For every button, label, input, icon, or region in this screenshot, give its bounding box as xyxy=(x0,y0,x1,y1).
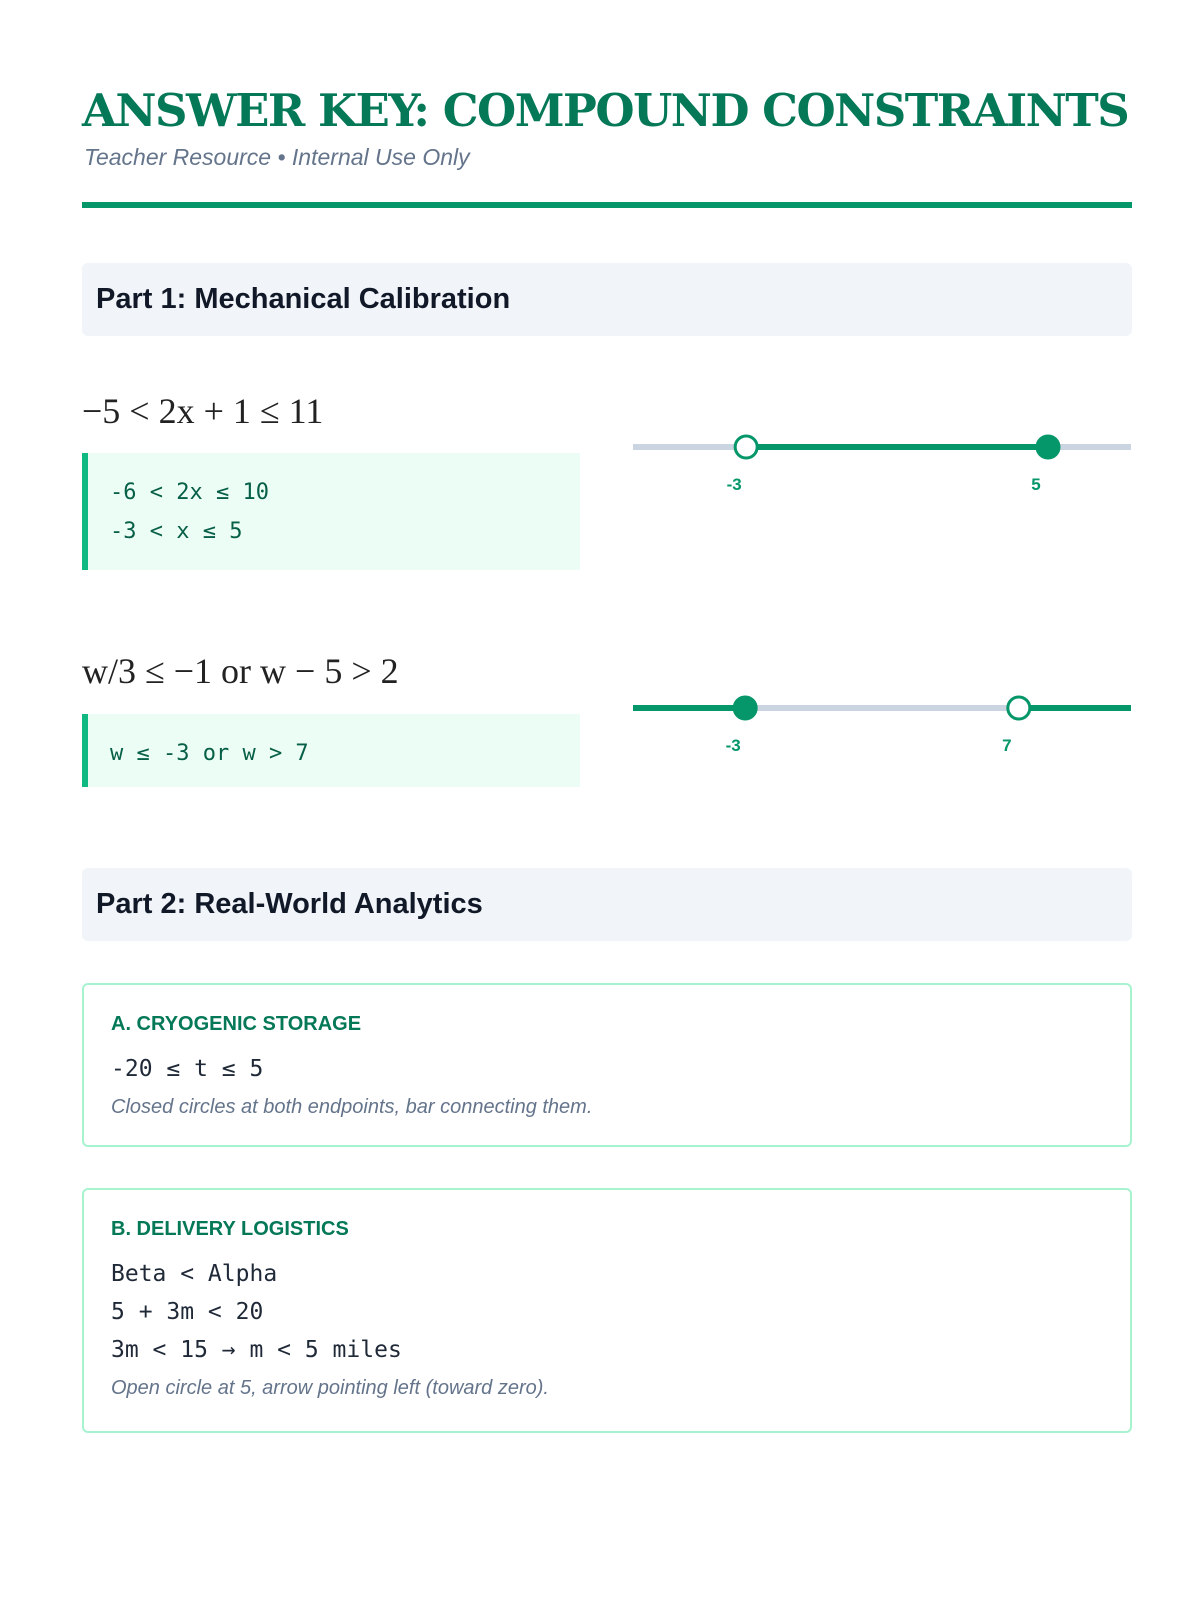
card-line: 3m < 15 → m < 5 miles xyxy=(111,1337,402,1363)
problem2-solution: w ≤ -3 or w > 7 xyxy=(82,714,580,787)
card-line: Beta < Alpha xyxy=(111,1261,278,1287)
card-delivery-logistics: B. DELIVERY LOGISTICS Beta < Alpha 5 + 3… xyxy=(82,1188,1132,1433)
part1-heading: Part 1: Mechanical Calibration xyxy=(96,283,511,315)
part2-header: Part 2: Real-World Analytics xyxy=(82,868,1132,941)
card-note: Closed circles at both endpoints, bar co… xyxy=(111,1096,593,1118)
card-line: -20 ≤ t ≤ 5 xyxy=(111,1056,264,1082)
card-title: A. CRYOGENIC STORAGE xyxy=(111,1013,362,1035)
page-title: ANSWER KEY: COMPOUND CONSTRAINTS xyxy=(82,84,1130,137)
card-title: B. DELIVERY LOGISTICS xyxy=(111,1218,349,1240)
number-line-2: -3 7 xyxy=(633,693,1131,755)
tick-label: -3 xyxy=(726,475,742,494)
card-note: Open circle at 5, arrow pointing left (t… xyxy=(111,1377,549,1399)
part1-header: Part 1: Mechanical Calibration xyxy=(82,263,1132,336)
problem1-solution: -6 < 2x ≤ 10 -3 < x ≤ 5 xyxy=(82,453,580,570)
tick-label: -3 xyxy=(725,736,741,755)
tick-label: 5 xyxy=(1031,475,1041,494)
open-endpoint xyxy=(733,434,759,460)
closed-endpoint xyxy=(1035,434,1061,460)
card-cryogenic-storage: A. CRYOGENIC STORAGE -20 ≤ t ≤ 5 Closed … xyxy=(82,983,1132,1147)
number-line-svg xyxy=(633,695,1131,721)
problem2-equation: w/3 ≤ −1 or w − 5 > 2 xyxy=(82,651,399,691)
header-divider xyxy=(82,202,1132,208)
number-line-1: -3 5 xyxy=(633,432,1131,494)
number-line-svg xyxy=(633,434,1131,460)
problem1-equation: −5 < 2x + 1 ≤ 11 xyxy=(82,391,324,431)
page-subtitle: Teacher Resource • Internal Use Only xyxy=(84,144,470,170)
part2-heading: Part 2: Real-World Analytics xyxy=(96,888,483,920)
solution-step: w ≤ -3 or w > 7 xyxy=(110,741,309,766)
tick-label: 7 xyxy=(1002,736,1012,755)
solution-step: -6 < 2x ≤ 10 xyxy=(110,480,269,505)
card-line: 5 + 3m < 20 xyxy=(111,1299,264,1325)
closed-endpoint xyxy=(732,695,758,721)
solution-step: -3 < x ≤ 5 xyxy=(110,519,243,544)
open-endpoint xyxy=(1006,695,1032,721)
